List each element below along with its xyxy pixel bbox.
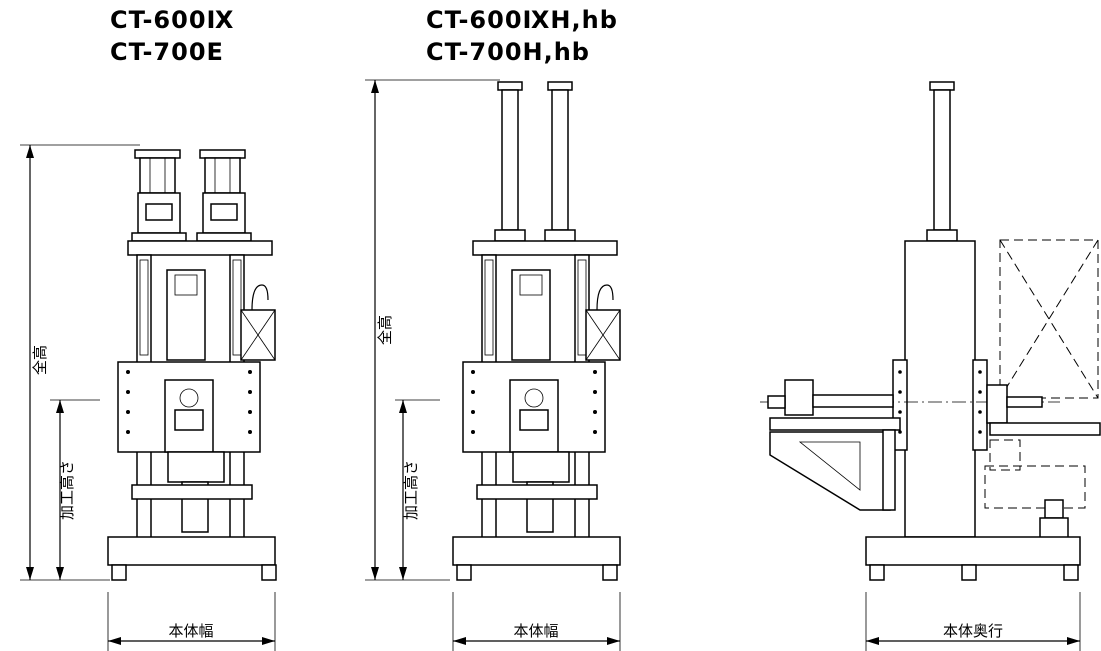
title-center-line1: CT-600ⅨH,hb [426,6,618,34]
left-machine-front-view [20,144,277,651]
center-body-width-label: 本体幅 [513,622,558,640]
title-center-line2: CT-700H,hb [426,38,590,66]
right-machine-side-view [760,81,1101,651]
center-work-height-label: 加工高さ [402,460,420,520]
left-work-height-label: 加工高さ [58,460,76,520]
right-body-depth-label: 本体奥行 [943,622,1003,640]
title-left-line1: CT-600Ⅸ [110,6,234,34]
left-total-height-label: 全高 [31,345,49,375]
title-left-line2: CT-700E [110,38,224,66]
left-body-width-label: 本体幅 [168,622,213,640]
center-machine-front-view [365,79,621,651]
center-total-height-label: 全高 [376,315,394,345]
